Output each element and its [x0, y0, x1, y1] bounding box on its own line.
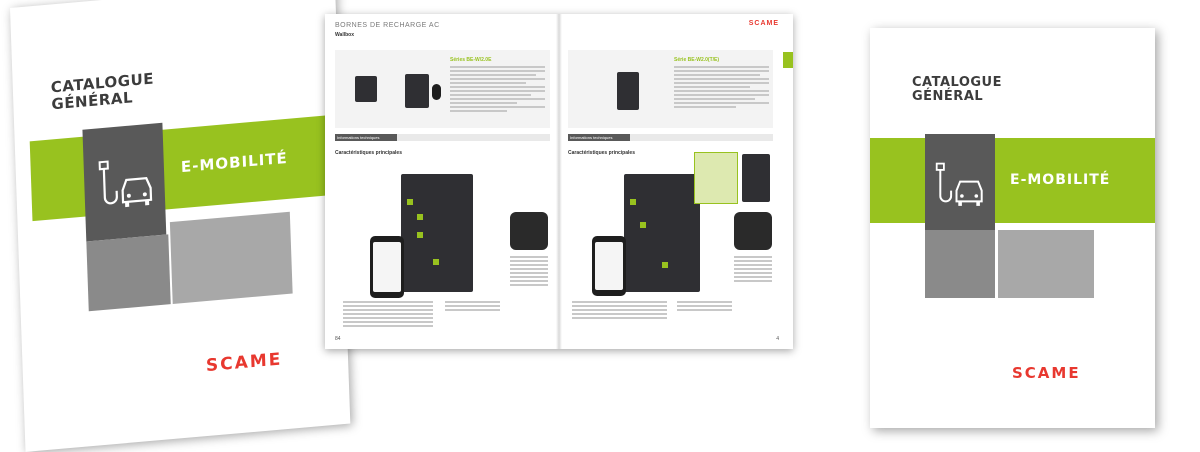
socket-caption [510, 256, 548, 288]
series-title: Série BE-W2.0(T/E) [674, 57, 720, 63]
charger-side-image [742, 154, 770, 202]
grey-block-1 [925, 230, 995, 298]
charger-thumb-2 [405, 74, 429, 108]
socket-image [734, 212, 772, 250]
feature-list-2 [677, 301, 732, 313]
section-title: E-MOBILITÉ [1010, 172, 1111, 188]
socket-caption [734, 256, 772, 284]
section-title-main: Caractéristiques principales [335, 150, 402, 156]
scame-logo: SCAME [1012, 364, 1081, 382]
spread-spine [556, 14, 562, 349]
grey-block-2 [998, 230, 1094, 298]
ev-charging-car-icon [935, 162, 983, 206]
tab-bar [335, 134, 550, 141]
scame-logo: SCAME [205, 349, 283, 377]
description-text [450, 66, 545, 114]
series-title: Séries BE-W/2.0E [450, 57, 492, 63]
catalogue-cover-left: CATALOGUE GÉNÉRAL E-MOBILITÉ SCAME [10, 0, 351, 452]
charger-main-image [401, 174, 473, 292]
section-title-main: Caractéristiques principales [568, 150, 635, 156]
phone-app-image [370, 236, 404, 298]
page-number: 84 [335, 336, 341, 342]
charger-thumb-1 [355, 76, 377, 102]
feature-list [572, 301, 667, 321]
product-info-box [568, 50, 773, 128]
callout-marker [433, 259, 439, 265]
grey-block-2 [169, 211, 293, 304]
green-band [870, 138, 1155, 223]
feature-list [343, 301, 433, 329]
callout-marker [630, 199, 636, 205]
catalogue-spread: BORNES DE RECHARGE AC Wallbox Séries BE-… [325, 14, 793, 349]
callout-marker [407, 199, 413, 205]
phone-thumb [432, 84, 441, 100]
charger-main-image [624, 174, 700, 292]
page-subheader: Wallbox [335, 32, 354, 38]
socket-image [510, 212, 548, 250]
callout-marker [662, 262, 668, 268]
tab-technical-info[interactable]: Informations techniques [568, 134, 630, 141]
page-number: 4 [776, 336, 779, 342]
phone-app-image [592, 236, 626, 296]
spread-left-page: BORNES DE RECHARGE AC Wallbox Séries BE-… [325, 14, 556, 349]
feature-list-2 [445, 301, 500, 313]
callout-marker [640, 222, 646, 228]
meter-panel-image [694, 152, 738, 204]
cover-title-line2: GÉNÉRAL [912, 89, 984, 105]
description-text [674, 66, 769, 110]
catalogue-cover-right: CATALOGUE GÉNÉRAL E-MOBILITÉ SCAME [870, 28, 1155, 428]
cover-title: CATALOGUE GÉNÉRAL [912, 75, 1002, 105]
section-side-tab[interactable] [783, 52, 793, 68]
tab-bar [568, 134, 773, 141]
ev-charging-car-icon [98, 160, 153, 208]
callout-marker [417, 214, 423, 220]
callout-marker [417, 232, 423, 238]
header-brand-logo: SCAME [748, 20, 779, 27]
tab-technical-info[interactable]: Informations techniques [335, 134, 397, 141]
spread-right-page: SCAME Série BE-W2.0(T/E) Informations te… [562, 14, 793, 349]
page-header: BORNES DE RECHARGE AC [335, 22, 440, 29]
grey-block-1 [86, 234, 171, 312]
cover-title: CATALOGUE GÉNÉRAL [51, 70, 155, 113]
charger-thumb [617, 72, 639, 110]
cover-title-line1: CATALOGUE [912, 75, 1002, 90]
